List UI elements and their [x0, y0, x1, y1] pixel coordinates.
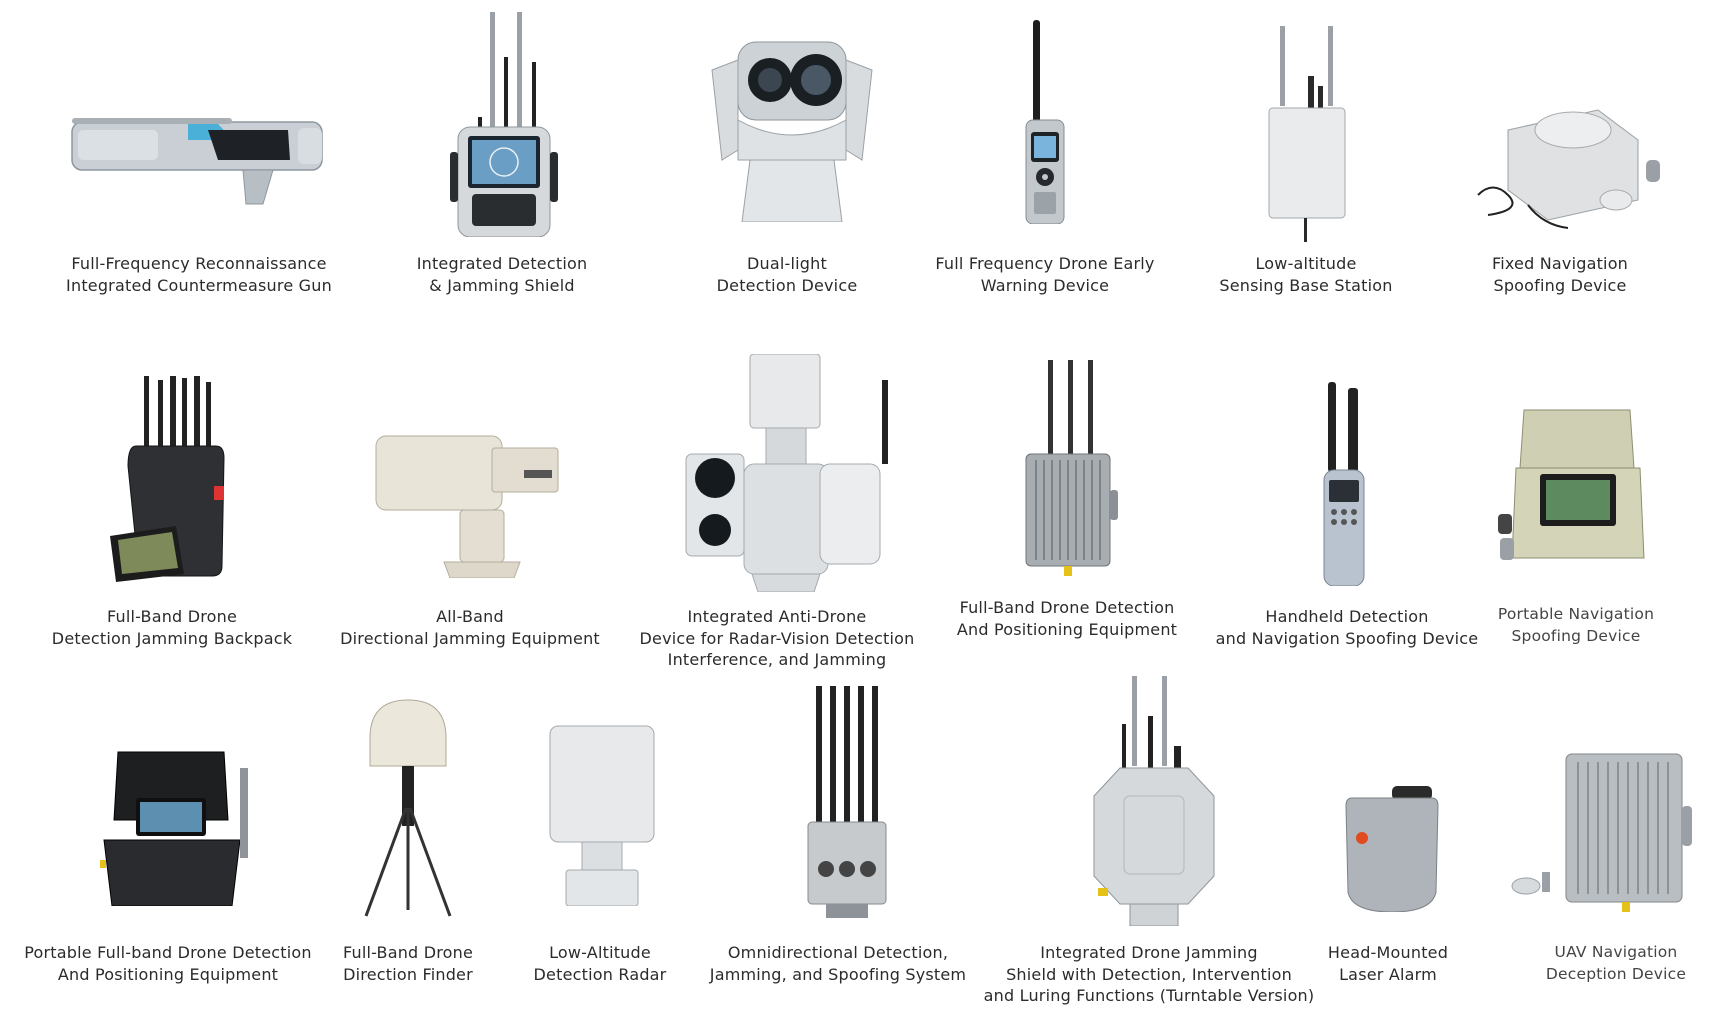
anti-drone-device-image — [684, 354, 896, 592]
product-caption: Integrated Detection& Jamming Shield — [416, 254, 588, 295]
portable-case-image — [100, 748, 256, 906]
fixed-navigation-spoofing-image — [1468, 100, 1664, 230]
detection-radar-image — [548, 724, 656, 906]
countermeasure-gun-image — [68, 100, 326, 212]
jamming-shield-image — [448, 12, 560, 237]
handheld-detection-image — [1320, 382, 1368, 586]
early-warning-device-image — [1020, 20, 1070, 224]
dual-light-device-image — [708, 40, 876, 222]
portable-navigation-spoofing-image — [1494, 408, 1654, 568]
base-station-image — [1266, 26, 1348, 242]
jamming-backpack-image — [106, 376, 230, 582]
omnidirectional-system-image — [806, 686, 888, 918]
turntable-shield-image — [1090, 676, 1218, 926]
laser-alarm-image — [1342, 786, 1440, 912]
uav-navigation-deception-image — [1506, 746, 1696, 916]
directional-jamming-image — [374, 432, 560, 578]
positioning-equipment-image — [1020, 360, 1120, 578]
product-caption: Omnidirectional Detection,Jamming, and S… — [709, 943, 967, 984]
direction-finder-image — [362, 698, 454, 918]
